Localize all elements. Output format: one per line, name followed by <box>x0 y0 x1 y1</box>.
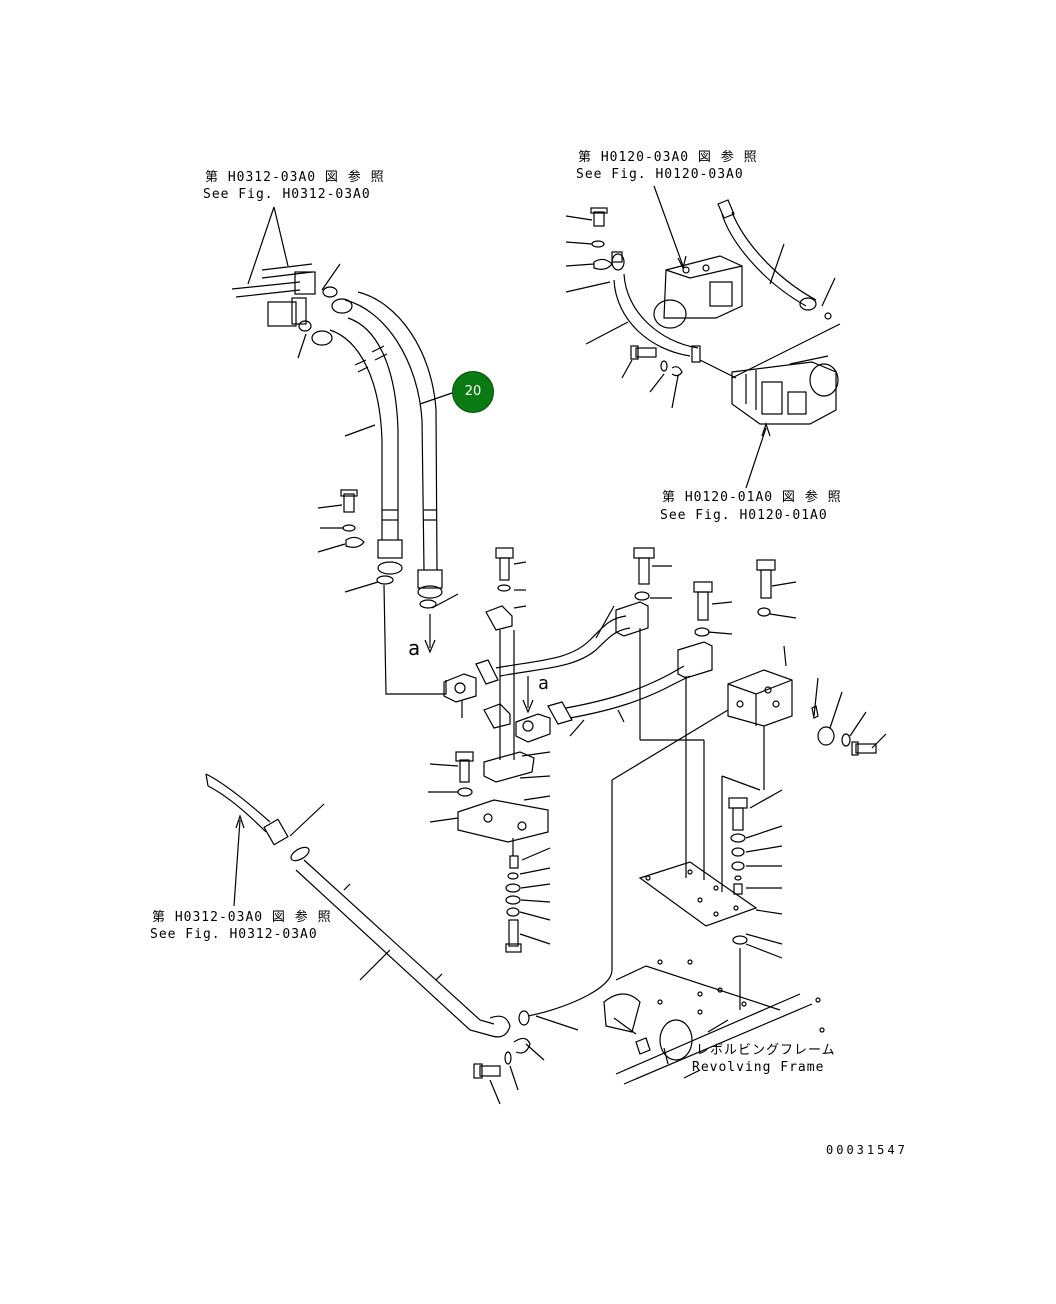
section-marker-a-upper: a <box>408 636 422 660</box>
frame-label-en: Revolving Frame <box>692 1060 825 1075</box>
ref-label-jp-mid-right: 第 H0120-01A0 図 参 照 <box>662 490 842 505</box>
center-hose-valve-assembly <box>428 547 887 1017</box>
swing-motor-assembly <box>565 185 841 489</box>
ref-label-jp-top-left: 第 H0312-03A0 図 参 照 <box>205 170 385 185</box>
ref-label-en-bottom-left: See Fig. H0312-03A0 <box>150 927 318 942</box>
part-callout-20[interactable]: 20 <box>452 371 494 413</box>
lower-long-pipe <box>205 773 579 1105</box>
frame-label-jp: レボルビングフレーム <box>696 1043 836 1058</box>
ref-label-jp-bottom-left: 第 H0312-03A0 図 参 照 <box>152 910 332 925</box>
ref-label-en-top-left: See Fig. H0312-03A0 <box>203 187 371 202</box>
drawing-code: 00031547 <box>826 1143 908 1157</box>
ref-label-en-top-right: See Fig. H0120-03A0 <box>576 167 744 182</box>
revolving-frame-assembly <box>603 740 825 1085</box>
upper-hose-pair <box>231 206 459 695</box>
section-marker-a-lower: a <box>538 673 550 694</box>
ref-label-en-mid-right: See Fig. H0120-01A0 <box>660 508 828 523</box>
ref-label-jp-top-right: 第 H0120-03A0 図 参 照 <box>578 150 758 165</box>
